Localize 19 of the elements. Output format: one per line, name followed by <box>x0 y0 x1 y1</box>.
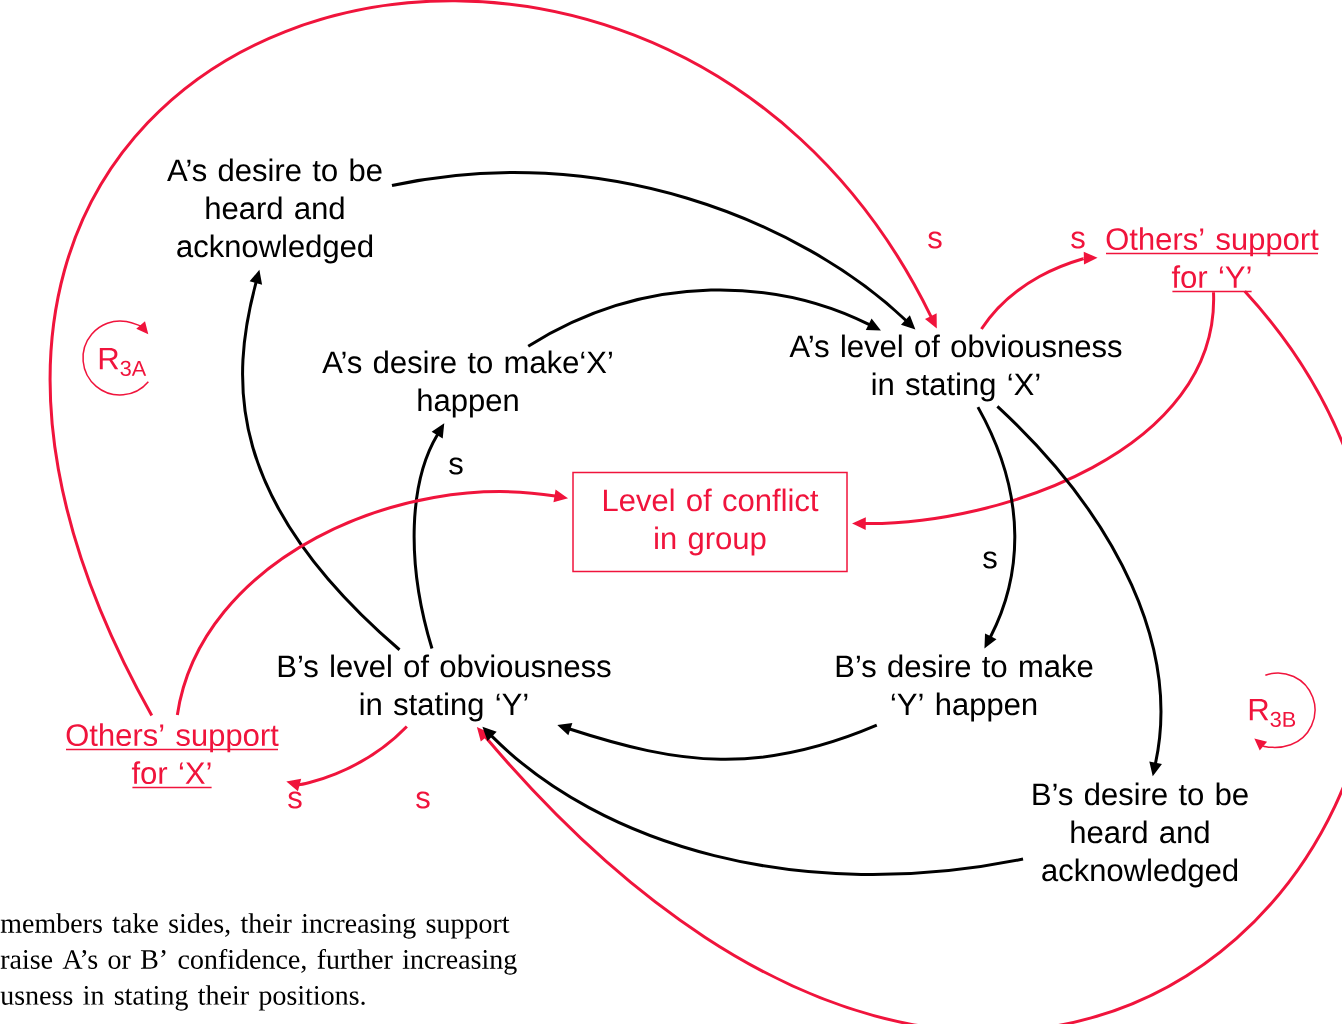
edge-label: s <box>416 791 430 809</box>
arrow <box>49 2 937 717</box>
loop-label: R$_{3B}$ <box>1249 698 1296 728</box>
label-text: A’s desire to make‘X’ happen <box>322 350 612 418</box>
link-text: Others’ support for ‘X’ <box>65 723 279 789</box>
label-text: B’s desire to be heard and acknowledged <box>1033 782 1248 888</box>
edge-label: s <box>928 231 942 249</box>
box: Level of conflict in group <box>572 471 848 573</box>
edge-label: s <box>983 551 997 569</box>
label-text: A’s desire to be heard and acknowledged <box>167 158 382 264</box>
edge-label: s <box>1071 231 1085 249</box>
link-text: Others’ support for ‘Y’ <box>1105 227 1319 293</box>
edge-label: s <box>449 457 463 475</box>
edge-label: s <box>288 791 302 809</box>
caption: members take sides, their increasing support raise A’s or B’ confidence, further increasing usness in stating their positions. <box>0 913 517 1011</box>
label-text: B’s level of obviousness in stating ‘Y’ <box>278 654 611 722</box>
loop-label: R$_{3A}$ <box>99 347 147 377</box>
label-text: A’s level of obviousness in stating ‘X’ <box>789 334 1122 402</box>
label-text: B’s desire to make ‘Y’ happen <box>836 654 1093 722</box>
